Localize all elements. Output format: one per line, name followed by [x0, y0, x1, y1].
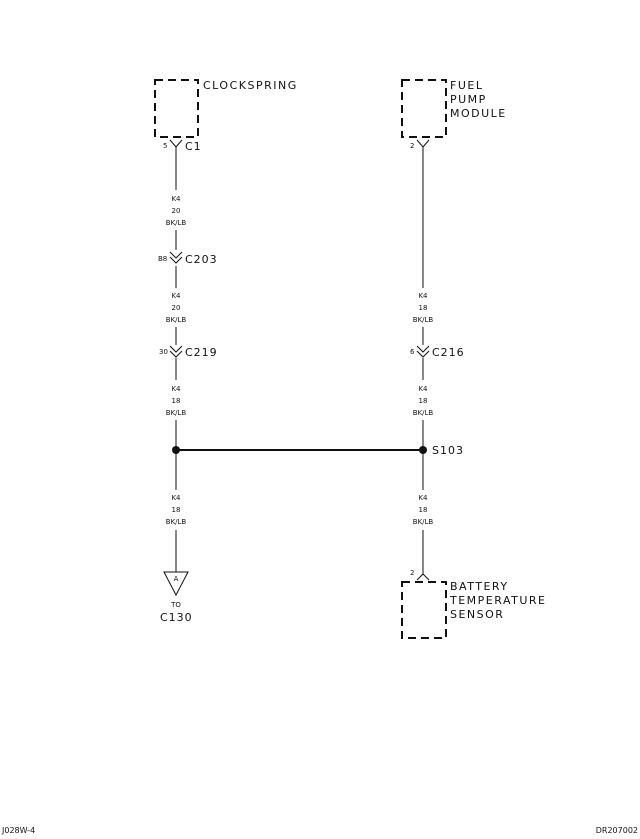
c216-pin: 6: [410, 348, 415, 356]
splice-dot-left: [172, 446, 180, 454]
wire-color: BK/LB: [165, 316, 187, 324]
off-page-destination: C130: [160, 611, 193, 624]
wire-color: BK/LB: [165, 518, 187, 526]
battery-sensor-connector-symbol: [416, 573, 430, 581]
c203-label: C203: [185, 253, 218, 266]
off-page-connector-triangle: [163, 571, 189, 597]
wire-color: BK/LB: [165, 219, 187, 227]
wire-circuit: K4: [418, 385, 428, 393]
fuel-pump-label-3: MODULE: [450, 107, 507, 120]
wire-color: BK/LB: [412, 409, 434, 417]
battery-sensor-label-3: SENSOR: [450, 608, 505, 621]
fuel-pump-label-1: FUEL: [450, 79, 484, 92]
clockspring-box: [154, 79, 199, 138]
wire-gauge: 20: [171, 207, 181, 215]
c219-connector-symbol: [169, 345, 183, 358]
fuel-pump-label-2: PUMP: [450, 93, 487, 106]
battery-sensor-pin: 2: [410, 569, 415, 577]
c219-pin: 30: [159, 348, 168, 356]
battery-sensor-label-1: BATTERY: [450, 580, 509, 593]
wire-circuit: K4: [171, 385, 181, 393]
wire-gauge: 18: [171, 397, 181, 405]
wire-circuit: K4: [171, 292, 181, 300]
c1-pin: 5: [163, 142, 168, 150]
c203-pin: B8: [158, 255, 168, 263]
wire-circuit: K4: [171, 494, 181, 502]
c1-connector-symbol: [169, 139, 183, 148]
footer-left-code: J028W-4: [2, 826, 36, 835]
wire-circuit: K4: [418, 494, 428, 502]
wire-circuit: K4: [418, 292, 428, 300]
battery-sensor-label-2: TEMPERATURE: [450, 594, 547, 607]
wire-circuit: K4: [171, 195, 181, 203]
wire-color: BK/LB: [412, 518, 434, 526]
wire-gauge: 20: [171, 304, 181, 312]
c219-label: C219: [185, 346, 218, 359]
c216-connector-symbol: [416, 345, 430, 358]
wire-gauge: 18: [418, 304, 428, 312]
fuel-pump-connector-symbol: [416, 139, 430, 148]
wire-gauge: 18: [171, 506, 181, 514]
fuel-pump-module-box: [401, 79, 447, 138]
wire-gauge: 18: [418, 506, 428, 514]
wire-color: BK/LB: [412, 316, 434, 324]
off-page-letter: A: [173, 575, 179, 583]
fuel-pump-pin: 2: [410, 142, 415, 150]
wire-color: BK/LB: [165, 409, 187, 417]
c216-label: C216: [432, 346, 465, 359]
battery-temperature-sensor-box: [401, 581, 447, 639]
footer-right-code: DR207002: [595, 826, 638, 835]
wire-gauge: 18: [418, 397, 428, 405]
off-page-to: TO: [171, 601, 181, 609]
c1-label: C1: [185, 140, 202, 153]
splice-dot-s103: [419, 446, 427, 454]
c203-connector-symbol: [169, 251, 183, 264]
s103-label: S103: [432, 444, 464, 457]
clockspring-label: CLOCKSPRING: [203, 79, 298, 92]
